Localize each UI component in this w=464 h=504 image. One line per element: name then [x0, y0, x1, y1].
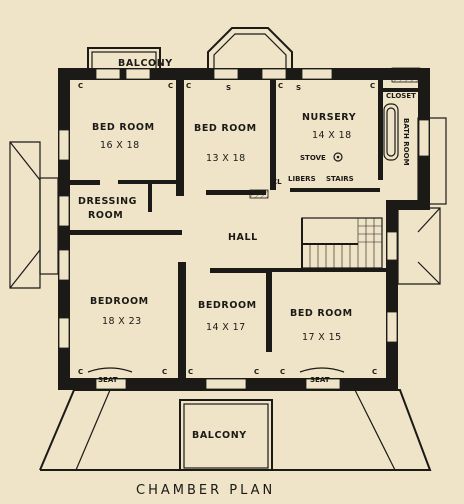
bedroom-nw-size: 16 X 18 — [100, 140, 140, 151]
closet-label: CLOSET — [386, 92, 416, 100]
balcony-bottom-label: BALCONY — [192, 430, 247, 441]
interior-walls — [70, 80, 418, 378]
hall-label: HALL — [228, 232, 258, 243]
bedroom-sw-label: BEDROOM — [90, 296, 149, 307]
dressing-room-label-line1: DRESSING — [78, 196, 137, 207]
nursery-size: 14 X 18 — [312, 130, 352, 141]
closet-mark-11: C — [370, 82, 375, 90]
bedroom-s-label: BEDROOM — [198, 300, 257, 311]
windows — [58, 68, 430, 390]
bedroom-se-size: 17 X 15 — [302, 332, 342, 343]
nursery-label: NURSERY — [302, 112, 356, 123]
closet-mark-4: C — [78, 368, 83, 376]
closet-mark-9: C — [372, 368, 377, 376]
seat-left-label: SEAT — [98, 376, 118, 384]
stove-mark-2: S — [296, 84, 301, 92]
bedroom-n-size: 13 X 18 — [206, 153, 246, 164]
closet-marks: C C C C C C C C C C C S S — [78, 82, 377, 376]
chamber-plan-caption: CHAMBER PLAN — [136, 483, 275, 498]
left-porch-roof — [9, 141, 59, 289]
bedroom-n-label: BED ROOM — [194, 123, 257, 134]
closet-mark-5: C — [162, 368, 167, 376]
closet-mark-10: C — [278, 82, 283, 90]
closet-mark-3: C — [186, 82, 191, 90]
bedroom-s-size: 14 X 17 — [206, 322, 246, 333]
closet-mark-8: C — [280, 368, 285, 376]
library-label: LIBERS — [288, 175, 316, 183]
closet-mark-1: C — [78, 82, 83, 90]
stove-mark-1: S — [226, 84, 231, 92]
window-seats — [87, 367, 345, 373]
bathtub — [383, 103, 399, 161]
bedroom-nw-label: BED ROOM — [92, 122, 155, 133]
bay-window-top — [207, 27, 293, 70]
bottom-porch-roof — [39, 389, 432, 471]
stairs-label: STAIRS — [326, 175, 354, 183]
closet-mark-7: C — [254, 368, 259, 376]
closet-mark-2: C — [168, 82, 173, 90]
dressing-room-label-line2: ROOM — [88, 210, 123, 221]
stove-icon — [333, 152, 343, 162]
bath-room-label: BATH ROOM — [402, 118, 410, 166]
cl-label: CL — [272, 178, 282, 186]
bedroom-se-label: BED ROOM — [290, 308, 353, 319]
staircase — [301, 217, 383, 269]
stove-label: STOVE — [300, 154, 326, 162]
seat-right-label: SEAT — [310, 376, 330, 384]
balcony-top-label: BALCONY — [118, 58, 173, 69]
chimney-stacks — [249, 67, 421, 199]
closet-mark-6: C — [188, 368, 193, 376]
bedroom-sw-size: 18 X 23 — [102, 316, 142, 327]
